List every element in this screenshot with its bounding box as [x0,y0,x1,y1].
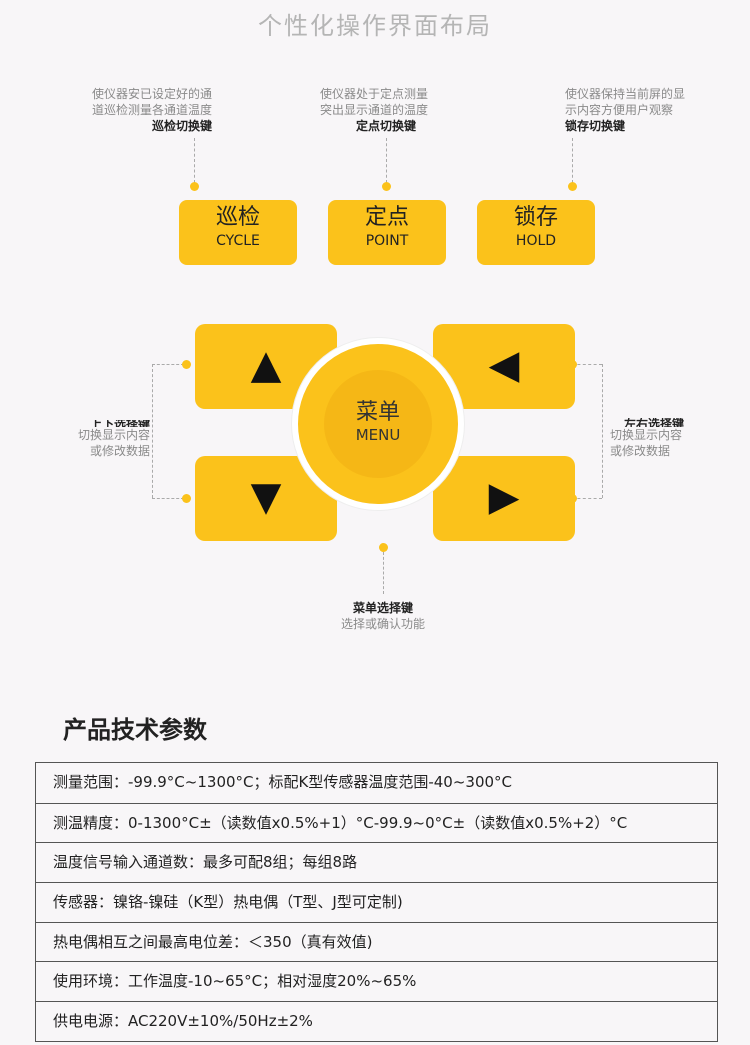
connector-dot [190,182,199,191]
spec-row: 传感器：镍铬-镍硅（K型）热电偶（T型、J型可定制) [36,882,717,922]
connector-dot [568,182,577,191]
button-en: POINT [365,233,409,249]
spec-row: 测温精度：0-1300°C±（读数值x0.5%+1）°C-99.9~0°C±（读… [36,802,717,843]
connector-dot [568,494,577,503]
connector-line [572,498,602,499]
desc-line: 或修改数据 [610,444,671,458]
desc-line: 或修改数据 [89,444,150,458]
key-label: 菜单选择键 [352,601,413,615]
connector-line [152,498,184,499]
key-label: 上下选择键 [89,420,150,427]
desc-line: 使仪器保持当前屏的显 [565,87,686,101]
up-arrow-icon: ▲ [250,342,282,388]
connector-line [386,138,387,183]
desc-line: 切换显示内容 [77,428,150,442]
desc-line: 切换显示内容 [610,428,683,442]
button-cn: 巡检 [215,205,260,230]
menu-en: MENU [355,426,401,444]
point-description: 使仪器处于定点测量突出显示通道的温度定点切换键 [320,86,470,134]
connector-line [602,364,603,498]
hold-description: 使仪器保持当前屏的显示内容方便用户观察锁存切换键 [565,86,715,134]
button-cn: 定点 [364,205,409,230]
point-button[interactable]: 定点 POINT [328,200,446,265]
page-title: 个性化操作界面布局 [258,12,492,40]
section-title: 产品技术参数 [63,716,207,744]
hold-button[interactable]: 锁存 HOLD [477,200,595,265]
desc-line: 使仪器安已设定好的通 [91,87,212,101]
button-cn: 锁存 [513,205,558,230]
desc-line: 示内容方便用户观察 [565,103,674,117]
connector-dot [379,543,388,552]
desc-line: 突出显示通道的温度 [320,103,429,117]
key-label: 锁存切换键 [565,119,626,133]
desc-line: 道巡检测量各通道温度 [91,103,212,117]
connector-dot [182,360,191,369]
right-arrow-icon: ▶ [488,474,520,520]
left-arrow-icon: ◀ [488,342,520,388]
up-down-label: 上下选择键切换显示内容或修改数据 [50,420,150,459]
key-label: 定点切换键 [356,119,417,133]
button-en: CYCLE [216,233,260,249]
cycle-button[interactable]: 巡检 CYCLE [179,200,297,265]
down-arrow-icon: ▼ [250,474,282,520]
spec-row: 温度信号输入通道数：最多可配8组；每组8路 [36,842,717,882]
connector-line [152,364,153,498]
desc-line: 选择或确认功能 [340,617,425,631]
connector-line [194,138,195,183]
spec-row: 供电电源：AC220V±10%/50Hz±2% [36,1001,717,1041]
connector-dot [382,182,391,191]
key-label: 左右选择键 [624,418,685,427]
connector-dot [182,494,191,503]
spec-row: 使用环境：工作温度-10~65°C；相对湿度20%~65% [36,961,717,1001]
right-button[interactable]: ▶ [433,456,575,541]
left-right-label: 左右选择键切换显示内容或修改数据 [610,418,710,459]
cycle-description: 使仪器安已设定好的通道巡检测量各通道温度巡检切换键 [62,86,212,134]
connector-dot [568,360,577,369]
connector-line [152,364,184,365]
spec-row: 测量范围：-99.9°C~1300°C；标配K型传感器温度范围-40~300°C [53,773,513,791]
connector-line [572,364,602,365]
spec-row: 热电偶相互之间最高电位差：＜350（真有效值) [36,921,717,962]
desc-line: 使仪器处于定点测量 [320,87,429,101]
key-label: 巡检切换键 [151,119,212,133]
menu-description: 菜单选择键选择或确认功能 [300,600,466,632]
connector-line [572,138,573,183]
spec-table: 测量范围：-99.9°C~1300°C；标配K型传感器温度范围-40~300°C… [35,762,718,1042]
button-en: HOLD [515,233,557,249]
menu-cn: 菜单 [355,400,400,425]
connector-line [383,552,384,594]
